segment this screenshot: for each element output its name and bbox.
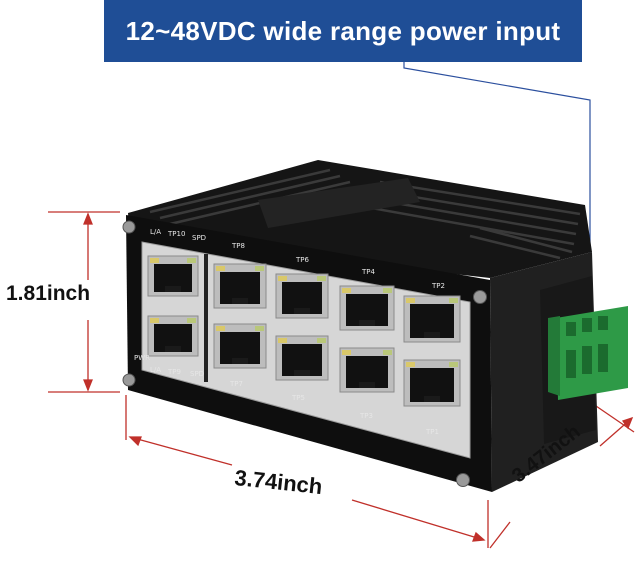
port-led	[216, 326, 225, 331]
port-label: TP1	[425, 428, 439, 436]
port-led	[383, 288, 392, 293]
rj45-port	[275, 335, 329, 381]
port-led	[278, 276, 287, 281]
port-led	[449, 298, 458, 303]
port-led	[406, 362, 415, 367]
height-dimension-marker	[48, 211, 120, 393]
callout-leader-line	[403, 62, 591, 318]
port-led	[150, 318, 159, 323]
rj45-port	[339, 347, 395, 393]
rj45-port	[147, 315, 199, 357]
port-label: TP4	[361, 268, 375, 276]
port-led	[383, 350, 392, 355]
port-label: L/A	[150, 366, 161, 374]
width-dimension-marker	[125, 395, 489, 548]
rj45-port	[403, 359, 461, 407]
port-led	[187, 318, 196, 323]
port-label: L/A	[150, 228, 161, 236]
port-led	[342, 288, 351, 293]
rj45-port	[147, 255, 199, 297]
port-led	[278, 338, 287, 343]
port-label: TP6	[295, 256, 309, 264]
port-label: TP7	[229, 380, 243, 388]
rj45-port	[275, 273, 329, 319]
port-label: TP5	[291, 394, 305, 402]
rj45-port	[213, 263, 267, 309]
port-label: TP10	[167, 230, 185, 238]
power-terminal-block	[548, 306, 628, 400]
rj45-port	[403, 295, 461, 343]
port-led	[342, 350, 351, 355]
port-label: TP3	[359, 412, 373, 420]
port-led	[317, 276, 326, 281]
port-label: SPD	[192, 234, 206, 242]
port-led	[150, 258, 159, 263]
port-label: TP9	[167, 368, 181, 376]
port-label: TP2	[431, 282, 445, 290]
rj45-port	[213, 323, 267, 369]
rj45-port	[339, 285, 395, 331]
port-label: SPD	[190, 370, 204, 378]
port-label: TP8	[231, 242, 245, 250]
port-led	[255, 266, 264, 271]
power-input-banner: 12~48VDC wide range power input	[104, 0, 582, 62]
port-led	[255, 326, 264, 331]
port-led	[187, 258, 196, 263]
rj45-ports	[147, 255, 461, 407]
depth-dimension-marker	[489, 405, 635, 549]
port-led	[406, 298, 415, 303]
port-label: PWR	[134, 354, 150, 362]
mounting-screws	[122, 220, 487, 487]
port-led	[317, 338, 326, 343]
port-led	[449, 362, 458, 367]
height-label: 1.81inch	[6, 282, 91, 305]
port-led	[216, 266, 225, 271]
